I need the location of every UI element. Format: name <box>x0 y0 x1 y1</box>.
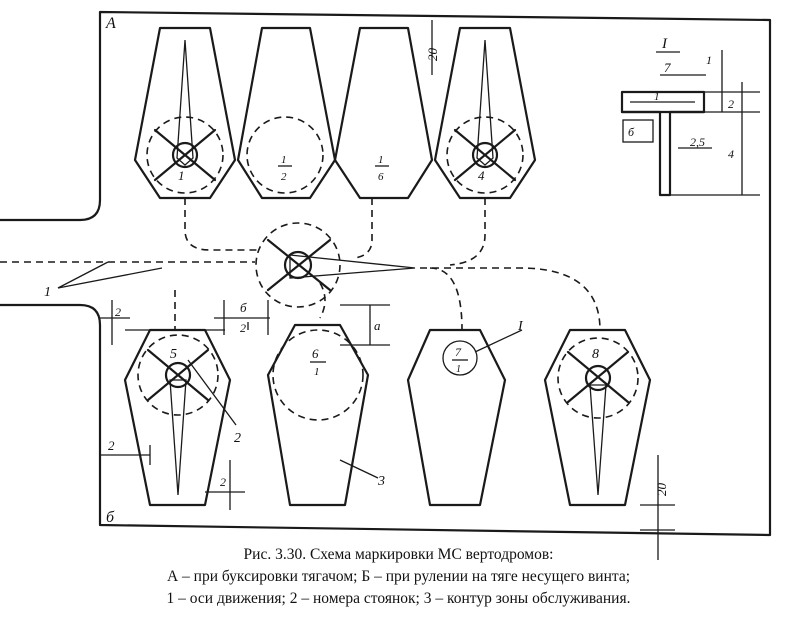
taxi-axes <box>0 198 601 331</box>
callout-axes: 1 <box>44 261 163 300</box>
stand-number: 6 <box>378 171 384 183</box>
caption-line-1: А – при буксировки тягачом; Б – при руле… <box>166 568 631 585</box>
svg-text:1: 1 <box>654 91 660 103</box>
svg-text:4: 4 <box>728 147 734 161</box>
svg-text:20: 20 <box>425 48 440 62</box>
svg-text:1: 1 <box>281 154 287 166</box>
stand-2: 1 2 <box>236 26 337 200</box>
figure-caption: Рис. 3.30. Схема маркировки МС вертодром… <box>0 544 797 610</box>
svg-text:1: 1 <box>706 53 712 67</box>
stand-8: 8 <box>543 328 652 507</box>
caption-title: Рис. 3.30. Схема маркировки МС вертодром… <box>243 546 554 563</box>
dim-20-top: 20 <box>425 20 440 75</box>
svg-text:I: I <box>661 36 668 52</box>
stand-number: 6 <box>312 346 319 361</box>
svg-text:2: 2 <box>115 305 121 319</box>
svg-text:б: б <box>628 125 635 139</box>
svg-text:2: 2 <box>234 431 241 446</box>
rotor-icon <box>153 128 217 182</box>
svg-text:б: б <box>240 300 247 315</box>
svg-text:2: 2 <box>728 97 734 111</box>
stand-number: 7 <box>455 345 462 359</box>
svg-text:1: 1 <box>44 285 51 300</box>
stand-3: 1 6 <box>333 26 434 200</box>
detail-ref-label: I <box>517 319 524 334</box>
stand-number: 8 <box>592 347 599 362</box>
taxiing-helicopter <box>255 222 416 308</box>
svg-text:2: 2 <box>220 475 226 489</box>
apron-boundary <box>0 10 772 537</box>
svg-text:1: 1 <box>456 364 461 375</box>
svg-text:2: 2 <box>240 321 246 335</box>
svg-text:2: 2 <box>108 438 115 453</box>
rotor-icon <box>453 128 517 182</box>
svg-text:7: 7 <box>664 60 671 75</box>
rotor-icon <box>566 350 630 404</box>
stand-number: 5 <box>170 347 177 362</box>
zone-a-label: А <box>105 15 116 32</box>
stand-4: 4 <box>433 26 537 200</box>
zone-b-label: б <box>106 509 115 526</box>
stand-6: 6 1 <box>266 323 370 507</box>
parking-marking-diagram: А б 1 1 2 1 6 20 <box>0 10 772 560</box>
svg-text:2,5: 2,5 <box>690 135 705 149</box>
caption-line-2: 1 – оси движения; 2 – номера стоянок; 3 … <box>166 590 631 607</box>
rotor-icon <box>146 348 210 402</box>
svg-text:1: 1 <box>378 154 384 166</box>
stand-7: 7 1 I <box>406 319 524 507</box>
stand-1: 1 <box>133 26 237 200</box>
callout-contour: 3 <box>339 459 385 489</box>
svg-text:1: 1 <box>314 366 320 378</box>
svg-text:а: а <box>374 318 381 333</box>
stand-5: 5 <box>123 328 232 507</box>
stand-number: 4 <box>478 168 485 183</box>
rotor-icon <box>266 238 332 292</box>
detail-i: I 7 1 б 2,5 1 2 4 <box>620 36 760 197</box>
stand-number: 2 <box>281 171 287 183</box>
stand-number: 1 <box>178 168 185 183</box>
svg-text:20: 20 <box>654 483 669 497</box>
callout-numbers: 2 <box>187 359 241 446</box>
dimension-marks: 2 б 2 а 2 2 20 <box>100 300 675 560</box>
svg-text:3: 3 <box>377 474 385 489</box>
